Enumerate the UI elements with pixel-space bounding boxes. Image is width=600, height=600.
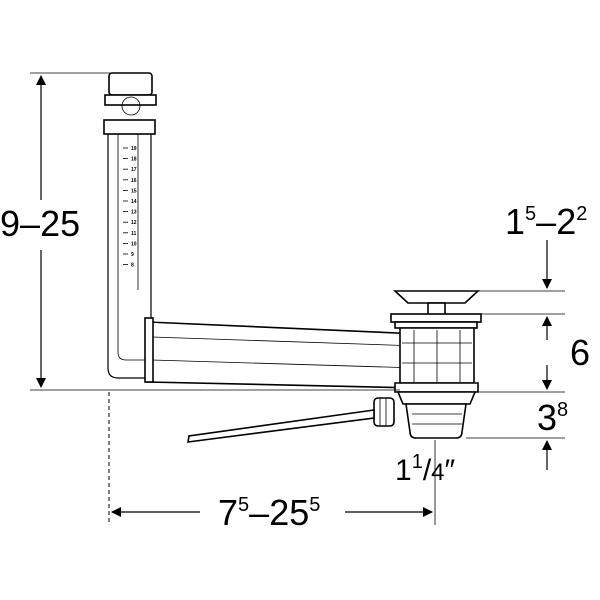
flange bbox=[390, 313, 482, 323]
tube-scale: 19 18 17 16 15 14 13 12 11 10 9 8 bbox=[123, 146, 137, 269]
horiz-min: 7 bbox=[218, 492, 238, 533]
waste-fitting bbox=[187, 290, 482, 443]
outlet-height-base: 3 bbox=[537, 397, 557, 438]
plug-gap-sup2: 2 bbox=[576, 203, 587, 225]
scale-label: 18 bbox=[131, 157, 137, 163]
horizontal-range-label: 75–255 bbox=[218, 492, 320, 533]
height-max: 25 bbox=[40, 203, 80, 244]
arm-end bbox=[144, 317, 154, 383]
svg-text:11/4″: 11/4″ bbox=[395, 451, 456, 487]
side-connector bbox=[373, 397, 395, 427]
plug-gap-sup1: 5 bbox=[525, 203, 536, 225]
outlet-tail bbox=[405, 403, 467, 439]
outlet-size-mark: ″ bbox=[445, 454, 456, 487]
scale-label: 15 bbox=[131, 188, 137, 194]
arm-body bbox=[147, 321, 421, 389]
horiz-dash: – bbox=[249, 492, 269, 533]
scale-label: 8 bbox=[131, 263, 134, 269]
horiz-max: 25 bbox=[269, 492, 309, 533]
tube-inner-left bbox=[117, 134, 148, 361]
height-range-label: 9–25 bbox=[0, 203, 80, 244]
outlet-size-num: 1 bbox=[412, 451, 423, 473]
plug-gap-base: 1 bbox=[505, 201, 525, 242]
horiz-max-sup: 5 bbox=[309, 494, 320, 516]
lower-nut bbox=[396, 391, 477, 405]
scale-label: 16 bbox=[131, 178, 137, 184]
overflow-nut bbox=[103, 119, 156, 135]
plug-gap-dash: – bbox=[536, 201, 556, 242]
scale-label: 9 bbox=[131, 252, 134, 258]
trap-height-label: 6 bbox=[570, 332, 590, 373]
outlet-height-label: 38 bbox=[537, 397, 568, 438]
overflow-tube: 19 18 17 16 15 14 13 12 11 10 9 8 bbox=[103, 72, 157, 379]
svg-text:75–255: 75–255 bbox=[218, 492, 320, 533]
outlet-size-den: 4 bbox=[431, 459, 444, 486]
horiz-min-sup: 5 bbox=[238, 494, 249, 516]
svg-text:9–25: 9–25 bbox=[0, 203, 80, 244]
scale-label: 11 bbox=[131, 231, 137, 237]
scale-label: 12 bbox=[131, 220, 137, 226]
outlet-size-slash: / bbox=[423, 454, 432, 487]
outlet-size-label: 11/4″ bbox=[395, 451, 456, 487]
scale-label: 14 bbox=[131, 199, 137, 205]
plug-head bbox=[392, 290, 481, 304]
height-dash: – bbox=[20, 203, 40, 244]
plug-gap-label: 15–22 bbox=[505, 201, 587, 242]
scale-label: 13 bbox=[131, 210, 137, 216]
scale-label: 19 bbox=[131, 146, 137, 152]
outlet-height-sup: 8 bbox=[557, 399, 568, 421]
scale-label: 10 bbox=[131, 241, 137, 247]
scale-label: 17 bbox=[131, 167, 137, 173]
overflow-collar bbox=[104, 94, 157, 106]
outlet-size-whole: 1 bbox=[395, 454, 412, 487]
plug-gap-base2: 2 bbox=[556, 201, 576, 242]
height-min: 9 bbox=[0, 203, 20, 244]
overflow-cap bbox=[108, 72, 153, 96]
horizontal-arm bbox=[144, 317, 421, 389]
cable-rod bbox=[187, 409, 375, 443]
svg-text:15–22: 15–22 bbox=[505, 201, 587, 242]
svg-text:38: 38 bbox=[537, 397, 568, 438]
tube-outer bbox=[107, 134, 148, 379]
dimension-lines bbox=[30, 72, 565, 525]
overflow-knob bbox=[121, 96, 141, 116]
